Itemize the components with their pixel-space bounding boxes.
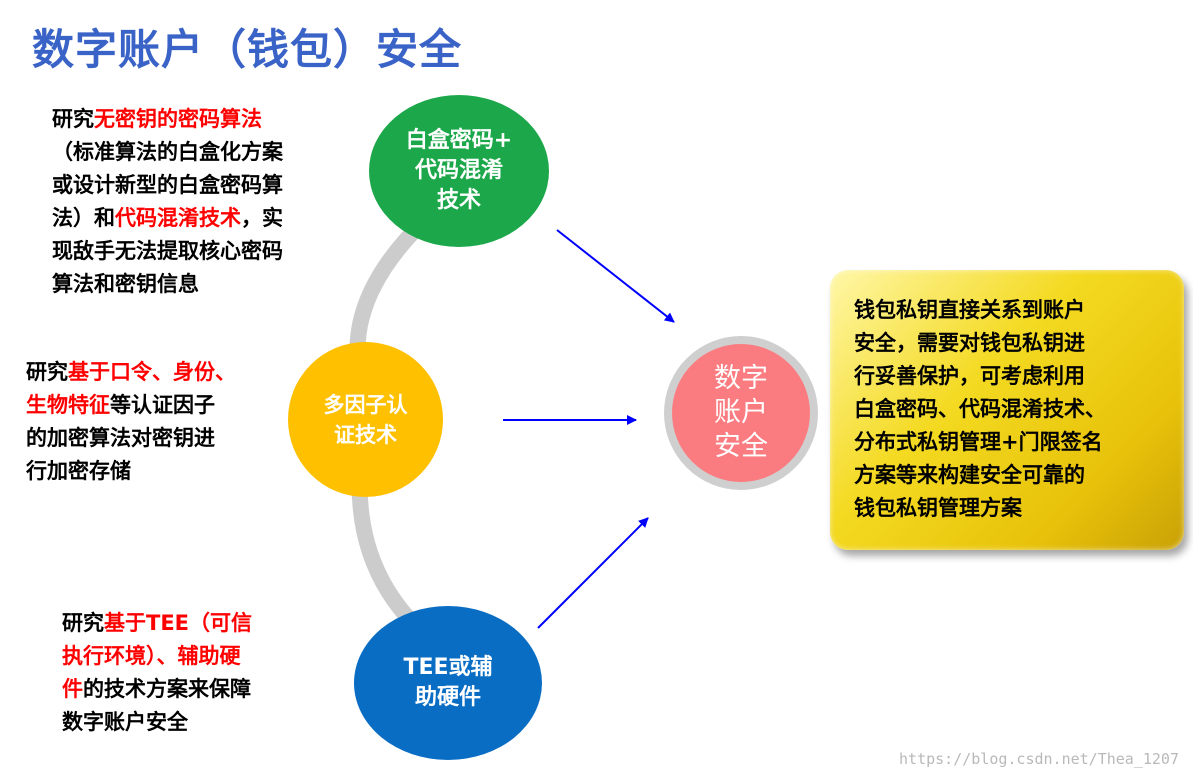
account-security-center-node: 数字 账户 安全 xyxy=(664,336,818,490)
tee-hardware-node: TEE或辅 助硬件 xyxy=(354,606,542,760)
tee-hardware-label: TEE或辅 助硬件 xyxy=(403,655,493,710)
multifactor-description: 研究基于口令、身份、 生物特征等认证因子 的加密算法对密钥进 行加密存储 xyxy=(26,360,236,483)
whitebox-description: 研究无密钥的密码算法 （标准算法的白盒化方案 或设计新型的白盒密码算 法）和代码… xyxy=(52,107,283,296)
arrow-tee-to-center xyxy=(537,517,649,629)
watermark: https://blog.csdn.net/Thea_1207 xyxy=(899,750,1179,768)
multifactor-auth-node: 多因子认 证技术 xyxy=(288,342,443,497)
multifactor-auth-label: 多因子认 证技术 xyxy=(323,392,408,447)
page-title: 数字账户（钱包）安全 xyxy=(32,25,463,74)
summary-box: 钱包私钥直接关系到账户 安全，需要对钱包私钥进 行妥善保护，可考虑利用 白盒密码… xyxy=(830,270,1184,550)
arrow-whitebox-to-center xyxy=(556,229,675,323)
account-security-label: 数字 账户 安全 xyxy=(714,363,768,462)
whitebox-crypto-node: 白盒密码+ 代码混淆 技术 xyxy=(369,95,549,247)
tee-description: 研究基于TEE（可信 执行环境）、辅助硬 件的技术方案来保障 数字账户安全 xyxy=(62,611,253,734)
whitebox-crypto-label: 白盒密码+ 代码混淆 技术 xyxy=(405,128,513,213)
